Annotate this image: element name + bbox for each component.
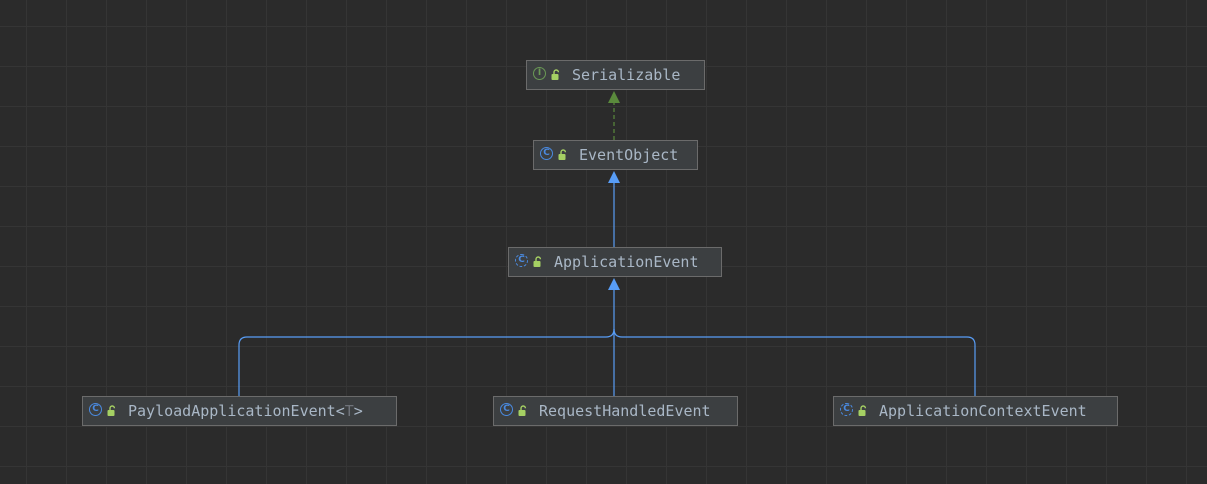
- lock-open-icon: [107, 405, 116, 416]
- node-label: Serializable: [572, 66, 681, 84]
- extends-edge-applicationcontextevent: [613, 328, 976, 396]
- class-icon: C: [500, 402, 513, 416]
- implements-arrowhead: [608, 91, 620, 103]
- node-payloadapplicationevent[interactable]: C PayloadApplicationEvent<T>: [82, 396, 397, 426]
- abstract-class-icon: C: [515, 253, 528, 267]
- extends-arrowhead-eventobject: [608, 171, 620, 183]
- lock-open-icon: [518, 405, 527, 416]
- node-applicationevent[interactable]: C ApplicationEvent: [508, 247, 722, 277]
- node-label: RequestHandledEvent: [539, 402, 711, 420]
- node-label-suffix: >: [353, 402, 363, 420]
- node-applicationcontextevent[interactable]: C ApplicationContextEvent: [833, 396, 1118, 426]
- node-label: ApplicationContextEvent: [879, 402, 1087, 420]
- node-label: ApplicationEvent: [554, 253, 699, 271]
- node-serializable[interactable]: I Serializable: [526, 60, 705, 90]
- node-label: PayloadApplicationEvent<: [128, 402, 345, 420]
- abstract-class-icon: C: [840, 402, 853, 416]
- lock-open-icon: [551, 69, 560, 80]
- extends-arrowhead-applicationevent: [608, 278, 620, 290]
- lock-open-icon: [858, 405, 867, 416]
- node-eventobject[interactable]: C EventObject: [533, 140, 698, 170]
- type-parameter: T: [344, 402, 354, 420]
- class-icon: C: [540, 146, 553, 160]
- node-requesthandledevent[interactable]: C RequestHandledEvent: [493, 396, 738, 426]
- lock-open-icon: [558, 149, 567, 160]
- extends-edge-payloadapplicationevent: [238, 290, 615, 396]
- class-icon: C: [89, 402, 102, 416]
- lock-open-icon: [533, 256, 542, 267]
- node-label: EventObject: [579, 146, 679, 164]
- interface-icon: I: [533, 66, 546, 80]
